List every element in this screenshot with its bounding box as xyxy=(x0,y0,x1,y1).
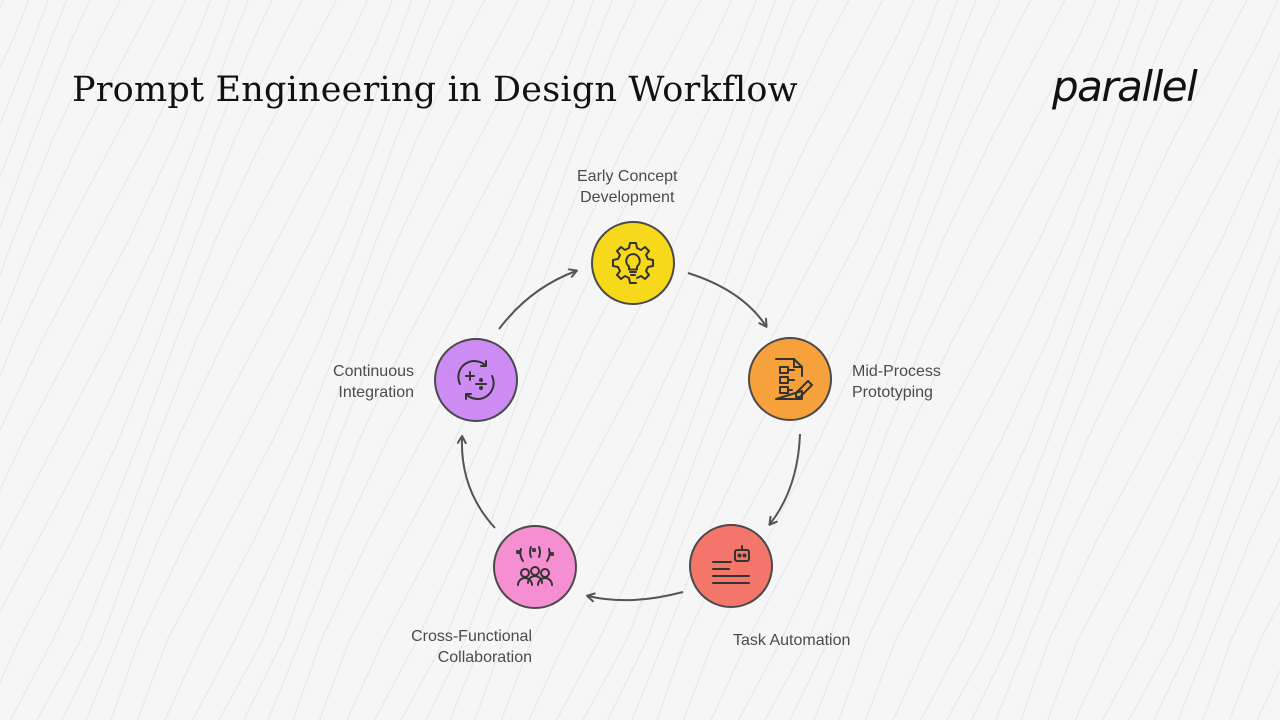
background-line xyxy=(373,0,702,720)
background-line xyxy=(0,0,273,614)
background-line xyxy=(164,0,486,720)
background-line xyxy=(318,0,637,720)
background-line xyxy=(970,52,1280,720)
background-line xyxy=(0,0,68,179)
background-line xyxy=(0,0,304,684)
background-line xyxy=(0,0,5,10)
gear-lightbulb-icon xyxy=(612,242,654,284)
background-line xyxy=(1128,358,1280,720)
document-edit-icon xyxy=(775,358,813,400)
background-line xyxy=(838,0,1159,720)
page-title: Prompt Engineering in Design Workflow xyxy=(72,70,798,110)
background-line xyxy=(789,0,1121,720)
mid-process-label: Mid-Process Prototyping xyxy=(852,363,941,401)
background-line xyxy=(400,0,733,720)
background-line xyxy=(946,0,1279,720)
background-line xyxy=(474,0,795,720)
background-line xyxy=(0,0,49,127)
background-line xyxy=(425,0,757,720)
early-concept-label: Early Concept Development xyxy=(577,168,678,206)
background-line xyxy=(449,0,777,720)
brand-logo: parallel xyxy=(1052,62,1198,111)
background-line xyxy=(710,0,1032,720)
background-line xyxy=(528,0,850,720)
collaboration-label: Cross-Functional Collaboration xyxy=(411,628,532,666)
background-line xyxy=(110,0,432,720)
background-line xyxy=(737,0,1066,720)
background-line xyxy=(864,0,1183,720)
collaboration-node xyxy=(493,525,577,609)
background-line xyxy=(243,0,576,720)
background-line xyxy=(0,0,187,378)
background-line xyxy=(9,0,338,720)
background-line xyxy=(1228,601,1280,720)
background-line xyxy=(1046,205,1280,720)
early-concept-node xyxy=(591,221,675,305)
background-line xyxy=(555,0,884,720)
background-line xyxy=(0,0,250,551)
background-line xyxy=(656,0,977,720)
continuous-integration-label: Continuous Integration xyxy=(333,363,414,401)
background-line xyxy=(218,0,551,720)
continuous-integration-node xyxy=(434,338,518,422)
background-line xyxy=(0,0,212,432)
background-line xyxy=(1152,415,1280,720)
background-line xyxy=(1020,157,1280,720)
background-line xyxy=(0,0,122,277)
background-line xyxy=(813,0,1140,720)
background-line xyxy=(1101,305,1280,720)
background-line xyxy=(136,0,455,720)
background-line xyxy=(267,0,595,720)
background-line xyxy=(607,0,939,720)
background-line xyxy=(1202,536,1280,720)
task-automation-label: Task Automation xyxy=(733,632,851,649)
refresh-math-icon xyxy=(457,360,495,400)
background-line xyxy=(0,0,231,491)
background-line xyxy=(582,0,915,720)
background-line xyxy=(1177,476,1280,720)
background-line xyxy=(764,0,1097,720)
background-line xyxy=(346,0,668,720)
background-line xyxy=(0,0,91,230)
robot-text-icon xyxy=(712,545,750,584)
background-line xyxy=(191,0,520,720)
background-line xyxy=(61,0,394,720)
background-line xyxy=(500,0,819,720)
background-line xyxy=(0,0,155,326)
background-line xyxy=(36,0,369,720)
background-line xyxy=(1074,253,1280,720)
background-line xyxy=(919,0,1248,720)
background-line xyxy=(85,0,413,720)
mid-process-node xyxy=(748,337,832,421)
task-automation-node xyxy=(689,524,773,608)
background-line xyxy=(892,0,1214,720)
team-sparkle-icon xyxy=(516,546,554,586)
background-line xyxy=(995,105,1280,720)
